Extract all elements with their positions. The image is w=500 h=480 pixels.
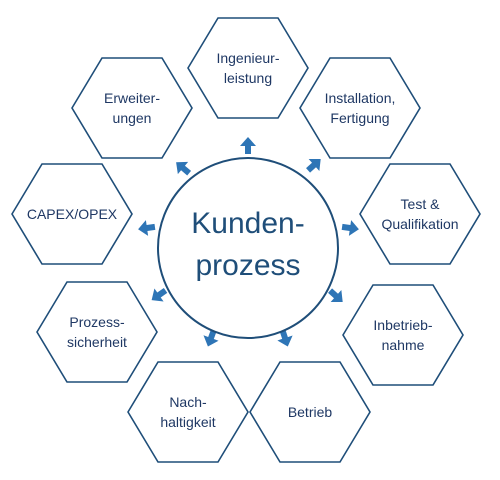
arrow-icon-test-qualifikation [341, 220, 359, 236]
node-ingenieurleistung: Ingenieur-leistung [187, 17, 309, 119]
node-label-erweiterungen-1: Erweiter- [104, 90, 160, 106]
hexagon-prozesssicherheit [36, 281, 158, 383]
center-circle [157, 157, 339, 339]
node-label-capex-opex-1: CAPEX/OPEX [27, 206, 118, 222]
node-label-ingenieurleistung-2: leistung [224, 70, 272, 86]
hexagon-capex-opex [11, 163, 133, 265]
hexagon-betrieb [249, 361, 371, 463]
node-label-betrieb-1: Betrieb [288, 404, 333, 420]
node-label-test-qualifikation-1: Test & [401, 196, 441, 212]
node-label-installation-fertigung-1: Installation, [325, 90, 396, 106]
arrow-icon-installation-fertigung [306, 158, 321, 173]
node-prozesssicherheit: Prozess-sicherheit [36, 281, 158, 383]
node-label-erweiterungen-2: ungen [113, 110, 152, 126]
center-label-line-1: Kunden- [191, 207, 304, 240]
hexagon-test-qualifikation [359, 163, 481, 265]
node-label-ingenieurleistung-1: Ingenieur- [216, 50, 279, 66]
node-betrieb: Betrieb [249, 361, 371, 463]
node-label-inbetriebnahme-1: Inbetrieb- [373, 317, 432, 333]
arrow-icon-erweiterungen [176, 161, 192, 176]
node-nachhaltigkeit: Nach-haltigkeit [127, 361, 249, 463]
arrow-icon-inbetriebnahme [328, 288, 343, 303]
node-label-nachhaltigkeit-1: Nach- [169, 394, 207, 410]
hexagon-installation-fertigung [299, 57, 421, 159]
arrow-icon-nachhaltigkeit [203, 329, 219, 347]
node-label-prozesssicherheit-2: sicherheit [67, 334, 127, 350]
arrow-icon-prozesssicherheit [151, 287, 168, 302]
node-test-qualifikation: Test & Qualifikation [359, 163, 481, 265]
node-capex-opex: CAPEX/OPEX [11, 163, 133, 265]
hexagon-ingenieurleistung [187, 17, 309, 119]
node-label-installation-fertigung-2: Fertigung [330, 110, 389, 126]
center-label-line-2: prozess [195, 249, 300, 282]
node-installation-fertigung: Installation, Fertigung [299, 57, 421, 159]
node-label-nachhaltigkeit-2: haltigkeit [160, 414, 215, 430]
arrow-icon-capex-opex [138, 220, 156, 236]
hexagon-inbetriebnahme [342, 284, 464, 386]
node-label-prozesssicherheit-1: Prozess- [69, 314, 125, 330]
node-erweiterungen: Erweiter-ungen [71, 57, 193, 159]
arrow-layer [138, 137, 359, 347]
arrow-icon-betrieb [277, 329, 293, 347]
node-label-test-qualifikation-2: Qualifikation [381, 216, 458, 232]
arrow-icon-ingenieurleistung [240, 137, 256, 154]
hexagon-nachhaltigkeit [127, 361, 249, 463]
node-label-inbetriebnahme-2: nahme [382, 337, 425, 353]
hexagon-erweiterungen [71, 57, 193, 159]
node-inbetriebnahme: Inbetrieb-nahme [342, 284, 464, 386]
